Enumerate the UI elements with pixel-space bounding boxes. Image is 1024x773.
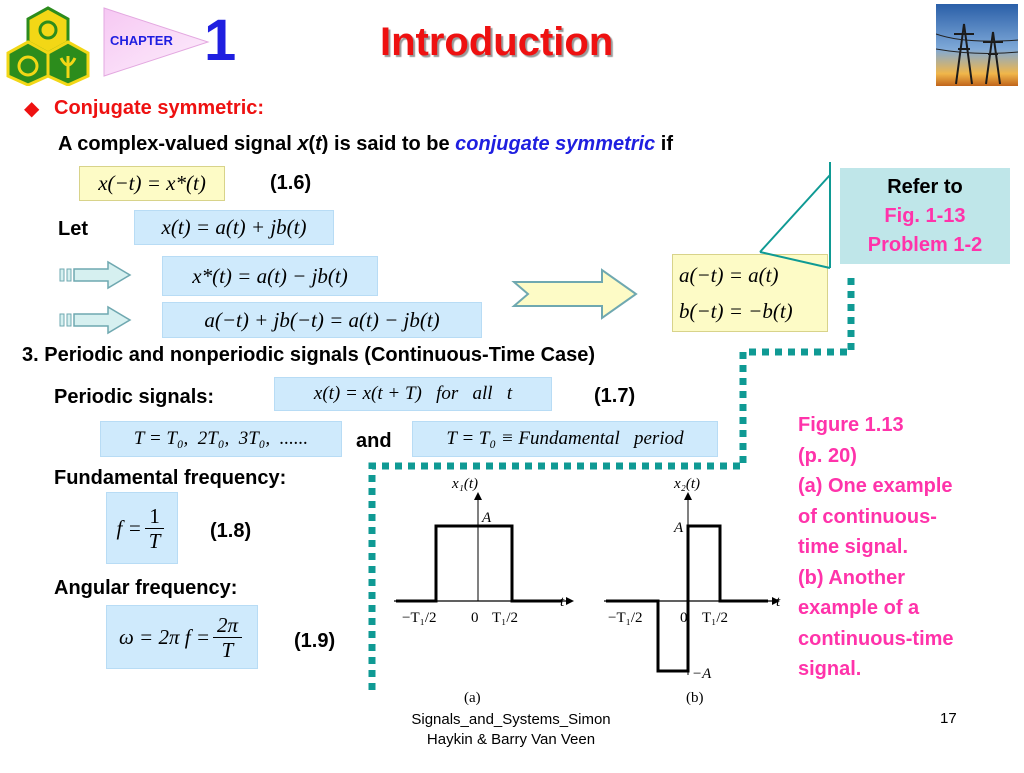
fundamental-frequency-label: Fundamental frequency: <box>54 467 287 489</box>
equation-sum: a(−t) + jb(−t) = a(t) − jb(t) <box>162 302 482 338</box>
plot-a-xlabel: t <box>560 594 565 610</box>
footer-line-1: Signals_and_Systems_Simon <box>411 711 611 728</box>
plot-b-tick-zero: 0 <box>680 610 688 626</box>
plot-b-neg-amplitude: −A <box>692 666 712 682</box>
sentence-suffix: if <box>655 133 674 155</box>
large-implies-arrow <box>510 268 640 320</box>
plot-b-tick-right: T₁/2 <box>702 610 728 626</box>
equation-1-6: x(−t) = x*(t) <box>79 166 225 201</box>
equation-1-9: ω = 2π f = 2π T <box>106 605 258 669</box>
implies-arrow-2 <box>58 305 132 335</box>
plot-a-caption: (a) <box>464 690 481 706</box>
sentence-paren-open: ( <box>308 133 316 155</box>
equation-1-7-label: (1.7) <box>594 385 636 407</box>
sentence-middle: is said to be <box>328 133 456 155</box>
eq-1-8-fraction: 1 T <box>145 504 165 553</box>
chapter-badge <box>102 6 210 78</box>
sentence-t: t <box>315 133 322 155</box>
plot-a-tick-right: T₁/2 <box>492 610 518 626</box>
equation-result-a: a(−t) = a(t) <box>679 263 779 287</box>
footer-line-2: Haykin & Barry Van Veen <box>426 731 596 748</box>
implies-arrow-1 <box>58 260 132 290</box>
eq-1-8-numerator: 1 <box>145 504 164 529</box>
chapter-label: CHAPTER <box>110 33 173 48</box>
eq-1-9-lhs: ω = 2π f = <box>118 624 210 649</box>
section-heading-periodic: 3. Periodic and nonperiodic signals (Con… <box>22 344 596 366</box>
plot-b-amplitude: A <box>673 520 684 536</box>
equation-periods: T = T₀, 2T₀, 3T₀, ...... <box>100 421 342 457</box>
equation-1-8-label: (1.8) <box>210 520 252 542</box>
plot-a: x₁(t) A −T₁/2 0 T₁/2 t (a) <box>380 470 590 710</box>
refer-line-3: Problem 1-2 <box>867 234 983 256</box>
equation-1-7: x(t) = x(t + T) for all t <box>274 377 552 411</box>
caption-line-5: time signal. <box>798 536 909 558</box>
caption-line-9: signal. <box>798 658 862 680</box>
plot-a-pulse <box>396 524 562 603</box>
plot-a-tick-left: −T₁/2 <box>402 610 437 626</box>
caption-line-4: of continuous- <box>798 505 937 528</box>
chapter-number: 1 <box>204 8 237 73</box>
sentence-var: x <box>297 133 309 155</box>
plot-b: x₂(t) A −A −T₁/2 0 T₁/2 t (b) <box>590 470 800 710</box>
plot-a-y-arrow <box>474 492 482 500</box>
caption-line-2: (p. 20) <box>798 444 857 467</box>
let-label: Let <box>58 218 88 240</box>
power-lines-photo <box>935 4 1019 86</box>
page-number: 17 <box>940 710 957 727</box>
plot-b-pulse <box>606 524 768 673</box>
plot-b-xlabel: t <box>776 594 781 610</box>
plot-b-y-arrow <box>684 492 692 500</box>
eq-1-8-denominator: T <box>148 528 161 553</box>
page-title: Introduction <box>380 20 614 64</box>
eq-1-9-denominator: T <box>221 637 234 662</box>
plot-a-amplitude: A <box>481 510 492 526</box>
result-box: a(−t) = a(t) b(−t) = −b(t) <box>672 254 828 332</box>
equation-1-6-label: (1.6) <box>270 172 312 194</box>
section-bullet: ◆ <box>24 98 40 120</box>
caption-line-8: continuous-time <box>798 627 954 650</box>
plot-a-ylabel: x₁(t) <box>451 476 478 492</box>
refer-box: Refer to Fig. 1-13 Problem 1-2 <box>840 168 1010 264</box>
plot-a-tick-zero: 0 <box>471 610 479 626</box>
plot-b-x-arrow <box>772 597 780 605</box>
periodic-signals-label: Periodic signals: <box>54 386 215 408</box>
eq-1-9-fraction: 2π T <box>213 613 243 662</box>
plot-b-caption: (b) <box>686 690 704 706</box>
equation-1-8: f = 1 T <box>106 492 178 564</box>
eq-1-8-lhs: f = <box>116 515 142 540</box>
equation-let: x(t) = a(t) + jb(t) <box>134 210 334 245</box>
caption-line-3: (a) One example <box>798 475 953 497</box>
plot-a-x-arrow <box>566 597 574 605</box>
equation-conjugate: x*(t) = a(t) − jb(t) <box>162 256 378 296</box>
sentence-emphasis: conjugate symmetric <box>455 133 656 155</box>
plot-b-tick-left: −T₁/2 <box>608 610 643 626</box>
logo <box>6 6 90 87</box>
refer-line-1: Refer to <box>887 176 963 198</box>
figure-caption: Figure 1.13 (p. 20) (a) One example of c… <box>798 410 954 685</box>
caption-line-7: example of a <box>798 597 920 619</box>
eq-1-9-numerator: 2π <box>213 613 243 638</box>
section-heading-conjugate: Conjugate symmetric: <box>54 97 265 119</box>
and-label: and <box>356 430 392 452</box>
equation-1-9-label: (1.9) <box>294 630 336 652</box>
refer-line-2: Fig. 1-13 <box>884 205 966 227</box>
equation-fundamental-period: T = T₀ ≡ Fundamental period <box>412 421 718 457</box>
caption-line-1: Figure 1.13 <box>798 414 904 436</box>
footer-citation: Signals_and_Systems_Simon Haykin & Barry… <box>380 710 642 750</box>
sentence-paren-close: ) <box>321 133 329 155</box>
sentence-prefix: A complex-valued signal <box>58 133 298 155</box>
angular-frequency-label: Angular frequency: <box>54 577 238 599</box>
equation-result-b: b(−t) = −b(t) <box>679 299 793 323</box>
definition-sentence: A complex-valued signal x(t) is said to … <box>58 133 673 156</box>
caption-line-6: (b) Another <box>798 566 906 589</box>
plot-b-ylabel: x₂(t) <box>673 476 700 492</box>
